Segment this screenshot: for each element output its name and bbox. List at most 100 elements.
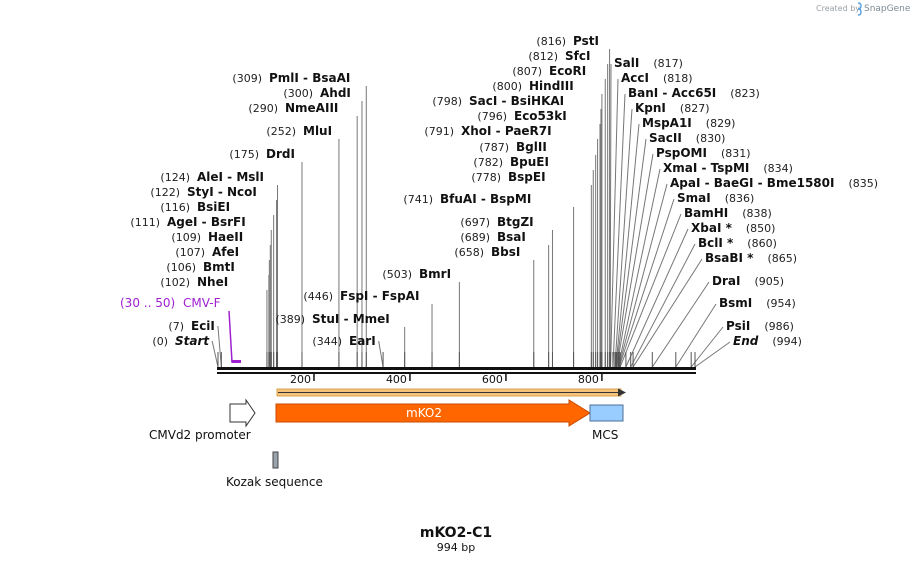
- site-drdi[interactable]: DrdI(175): [229, 147, 295, 161]
- site-alei[interactable]: AleI - MslI (124): [160, 170, 264, 184]
- site-label: BmrI: [419, 267, 451, 281]
- site-position: (850): [746, 222, 776, 235]
- site-position: (816): [536, 35, 566, 48]
- primer-stem: [228, 310, 233, 363]
- site-pspomi[interactable]: PspOMI(831): [656, 146, 751, 160]
- site-xhoi[interactable]: XhoI - PaeR7I(791): [424, 124, 551, 138]
- site-connector: [615, 138, 647, 368]
- site-position: (102): [160, 276, 190, 289]
- site-kpni[interactable]: KpnI(827): [635, 101, 710, 115]
- mcs-label: MCS: [592, 428, 618, 442]
- site-bpuei[interactable]: BpuEI(782): [473, 155, 549, 169]
- mcs-box: [589, 404, 624, 422]
- site-end[interactable]: End(994): [733, 334, 802, 348]
- site-label: AccI: [621, 71, 649, 85]
- site-label: BbsI: [491, 245, 520, 259]
- site-bani[interactable]: BanI - Acc65I(823): [628, 86, 760, 100]
- site-btgzi[interactable]: BtgZI(697): [460, 215, 533, 229]
- site-connector: [651, 281, 710, 368]
- site-pmli[interactable]: PmlI - BsaAI(309): [232, 71, 350, 85]
- site-connector: [615, 123, 640, 368]
- site-ecii[interactable]: EciI(7): [168, 319, 214, 333]
- site-position: (807): [512, 65, 542, 78]
- site-label: Start: [175, 334, 210, 348]
- site-position: (800): [492, 80, 522, 93]
- site-label: PspOMI: [656, 146, 707, 160]
- site-bsmi[interactable]: BsmI(954): [719, 296, 796, 310]
- site-position: (389): [275, 313, 305, 326]
- kozak-label: Kozak sequence: [226, 475, 323, 489]
- ruler-tick-label: 800: [578, 373, 599, 386]
- site-afei[interactable]: AfeI(107): [175, 245, 239, 259]
- site-label: KpnI: [635, 101, 666, 115]
- site-label: BsaBI *: [705, 251, 754, 265]
- site-label: BamHI: [684, 206, 728, 220]
- site-start[interactable]: Start(0): [152, 334, 210, 348]
- site-label: PmlI - BsaAI: [269, 71, 350, 85]
- feature-kozak[interactable]: Kozak sequence: [226, 451, 323, 489]
- site-eari[interactable]: EarI(344): [312, 334, 375, 348]
- site-nmeaiii[interactable]: NmeAIII(290): [248, 101, 338, 115]
- site-connector: [694, 341, 731, 368]
- site-position: (446): [303, 290, 333, 303]
- site-ecori[interactable]: EcoRI (807): [512, 64, 586, 78]
- feature-mcs[interactable]: MCS: [589, 404, 624, 442]
- site-position: (834): [763, 162, 793, 175]
- feature-cmvd2-promoter[interactable]: CMVd2 promoter: [149, 398, 256, 442]
- site-bspei[interactable]: BspEI(778): [471, 170, 545, 184]
- site-drai[interactable]: DraI(905): [712, 274, 784, 288]
- site-xmai[interactable]: XmaI - TspMI(834): [663, 161, 793, 175]
- site-psti[interactable]: PstI(816): [536, 34, 599, 48]
- site-position: (658): [454, 246, 484, 259]
- site-acci[interactable]: AccI(818): [621, 71, 693, 85]
- site-connector: [378, 340, 384, 368]
- site-position: (503): [382, 268, 412, 281]
- site-position: (111): [130, 216, 160, 229]
- site-saci[interactable]: SacI - BsiHKAI(798): [432, 94, 564, 108]
- site-position: (829): [706, 117, 736, 130]
- site-xbai[interactable]: XbaI *(850): [691, 221, 775, 235]
- site-bglii[interactable]: BglII(787): [479, 140, 546, 154]
- site-sfci[interactable]: SfcI(812): [528, 49, 590, 63]
- site-label: End: [733, 334, 759, 348]
- primer-cmv-f[interactable]: (30 .. 50) CMV-F: [120, 296, 241, 363]
- site-position: (865): [767, 252, 797, 265]
- site-label: StyI - NcoI: [187, 185, 257, 199]
- site-smai[interactable]: SmaI(836): [677, 191, 754, 205]
- site-eco53ki[interactable]: Eco53kI(796): [477, 109, 566, 123]
- sequence-backbone: [217, 367, 696, 374]
- site-styi[interactable]: StyI - NcoI(122): [150, 185, 256, 199]
- site-label: HaeII: [208, 230, 243, 244]
- site-mlui[interactable]: MluI(252): [266, 124, 332, 138]
- site-bamhi[interactable]: BamHI(838): [684, 206, 772, 220]
- site-connector: [630, 243, 696, 368]
- site-bmti[interactable]: BmtI(106): [166, 260, 234, 274]
- site-bbsi[interactable]: BbsI (658): [454, 245, 520, 259]
- site-fspi[interactable]: FspI - FspAI(446): [303, 289, 419, 303]
- site-bmri[interactable]: BmrI (503): [382, 267, 451, 281]
- site-bcli[interactable]: BclI *(860): [698, 236, 777, 250]
- feature-mko2[interactable]: mKO2: [275, 399, 591, 427]
- site-hindiii[interactable]: HindIII(800): [492, 79, 573, 93]
- site-haeii[interactable]: HaeII(109): [171, 230, 243, 244]
- site-label: AleI - MslI: [197, 170, 264, 184]
- site-label: SacII: [649, 131, 682, 145]
- site-label: BsiEI: [197, 200, 230, 214]
- site-bfuai[interactable]: BfuAI - BspMI(741): [403, 192, 531, 206]
- site-nhei[interactable]: NheI(102): [160, 275, 228, 289]
- site-position: (124): [160, 171, 190, 184]
- site-mspa1i[interactable]: MspA1I(829): [642, 116, 735, 130]
- site-psii[interactable]: PsiI(986): [726, 319, 794, 333]
- map-title: mKO2-C1: [420, 525, 492, 541]
- site-label: EcoRI: [549, 64, 586, 78]
- site-agei[interactable]: AgeI - BsrFI(111): [130, 215, 245, 229]
- site-sali[interactable]: SalI(817): [614, 56, 683, 70]
- site-apai[interactable]: ApaI - BaeGI - Bme1580I(835): [670, 176, 878, 190]
- site-bsai[interactable]: BsaI(689): [460, 230, 525, 244]
- site-stui[interactable]: StuI - MmeI(389): [275, 312, 389, 326]
- site-ahdi[interactable]: AhdI(300): [283, 86, 350, 100]
- site-sacii[interactable]: SacII(830): [649, 131, 725, 145]
- site-bsiei[interactable]: BsiEI(116): [160, 200, 230, 214]
- site-bsabi[interactable]: BsaBI * (865): [705, 251, 797, 265]
